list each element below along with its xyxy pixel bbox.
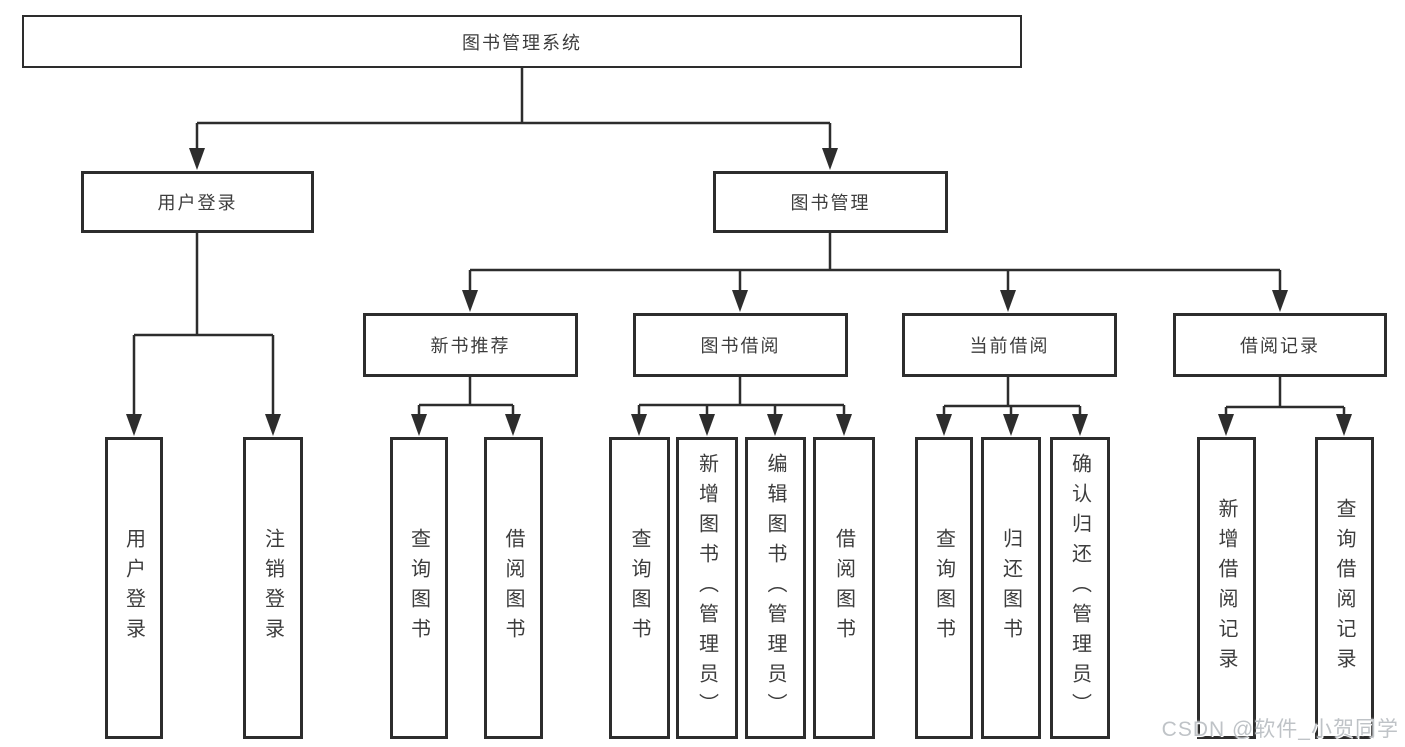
node-user-login: 用户登录 [81,171,314,233]
leaf-borrow-borrow-books: 借阅图书 [813,437,875,739]
leaf-borrow-query-books: 查询图书 [609,437,670,739]
leaf-current-query-books: 查询图书 [915,437,973,739]
node-borrow-records: 借阅记录 [1173,313,1387,377]
watermark: CSDN @软件_小贺同学 [1161,718,1399,741]
node-label: 当前借阅 [969,336,1050,356]
node-label: 图书管理 [790,193,871,213]
arrowheads [126,148,1352,436]
leaf-current-confirm-return-admin: 确认归还（管理员） [1050,437,1110,739]
leaf-records-query-record: 查询借阅记录 [1315,437,1374,739]
node-book-borrow: 图书借阅 [633,313,848,377]
node-label: 图书管理系统 [462,32,582,53]
leaf-logout: 注销登录 [243,437,303,739]
node-current-borrow: 当前借阅 [902,313,1117,377]
leaf-borrow-add-books-admin: 新增图书（管理员） [676,437,738,739]
node-label: 图书借阅 [700,336,781,356]
node-library-management-system: 图书管理系统 [22,15,1022,68]
leaf-current-return-books: 归还图书 [981,437,1041,739]
node-label: 新书推荐 [430,336,511,356]
leaf-records-add-record: 新增借阅记录 [1197,437,1256,739]
node-book-management: 图书管理 [713,171,948,233]
leaf-user-login: 用户登录 [105,437,163,739]
node-label: 用户登录 [157,193,238,213]
node-new-book-recommend: 新书推荐 [363,313,578,377]
node-label: 借阅记录 [1240,336,1320,356]
leaf-newbook-query-books: 查询图书 [390,437,448,739]
leaf-newbook-borrow-books: 借阅图书 [484,437,543,739]
leaf-borrow-edit-books-admin: 编辑图书（管理员） [745,437,806,739]
